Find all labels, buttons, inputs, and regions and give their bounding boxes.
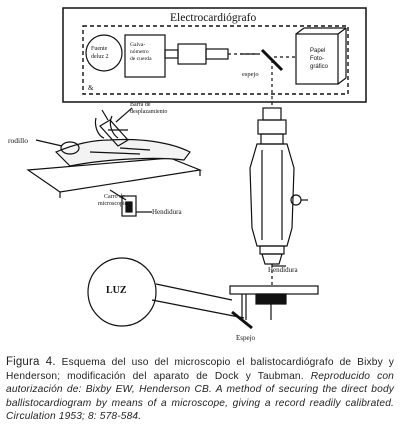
galvanometro-label-2: nómetro [130,49,149,55]
caption-text: Esquema del uso del microscopio el balis… [6,357,395,382]
hendidura-left-label: Hendidura [152,208,182,216]
light-source-2 [85,34,123,72]
bottom-mirror [231,310,253,330]
electrocardiograph-title: Electrocardiógrafo [170,12,256,24]
photographic-paper-box [295,27,347,85]
luz-label: LUZ [106,285,127,296]
fuente-label-1: Fuente [91,46,108,52]
optics-tube [164,43,260,65]
papel-label-2: Foto- [310,56,324,62]
caption-citation: Reproducido con autorización de: Bixby E… [6,370,394,423]
figure-caption: Figura 4. Esquema del uso del microscopi… [6,356,394,424]
patient-ballistocardiograph-drawing [26,109,203,217]
carro-label-2: microscopio [98,201,128,207]
papel-label-3: gráfico [310,64,329,70]
small-mark: & [88,84,94,92]
top-mirror [260,48,295,108]
galvanometro-label-1: Galva- [130,42,145,48]
electrocardiograph-box [62,7,367,103]
rodillo-label: rodillo [8,136,28,145]
fuente-label-2: deluz 2 [91,54,109,60]
galvanometro-label-3: de cuerda [130,56,152,62]
espejo-top-label: espejo [242,71,259,78]
figure-label: Figura 4. [6,356,56,368]
papel-label-1: Papel [310,48,325,54]
barra-label-1: Barra de [130,102,151,108]
figure-illustration: Electrocardiógrafo Fuente deluz 2 Galva-… [8,7,367,342]
espejo-bottom-label: Espejo [236,334,256,342]
light-source-luz [87,257,245,327]
barra-label-2: desplazamiento [130,109,167,115]
carro-label-1: Carro de [104,194,125,200]
hendidura-right-label: Hendidura [268,266,298,274]
microscope [229,107,319,320]
